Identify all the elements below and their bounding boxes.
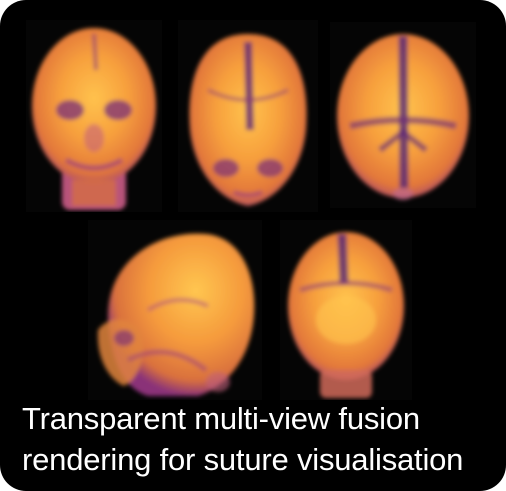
caption-line-2: rendering for suture visualisation xyxy=(22,442,464,477)
caption-line-1: Transparent multi-view fusion xyxy=(22,401,420,436)
skull-render-lateral xyxy=(88,220,262,400)
skull-render-top xyxy=(330,22,476,208)
skull-render-top-front xyxy=(178,20,318,212)
skull-render-frontal xyxy=(26,20,162,212)
skull-render-posterior xyxy=(280,220,412,400)
figure-caption: Transparent multi-view fusion rendering … xyxy=(22,398,502,480)
